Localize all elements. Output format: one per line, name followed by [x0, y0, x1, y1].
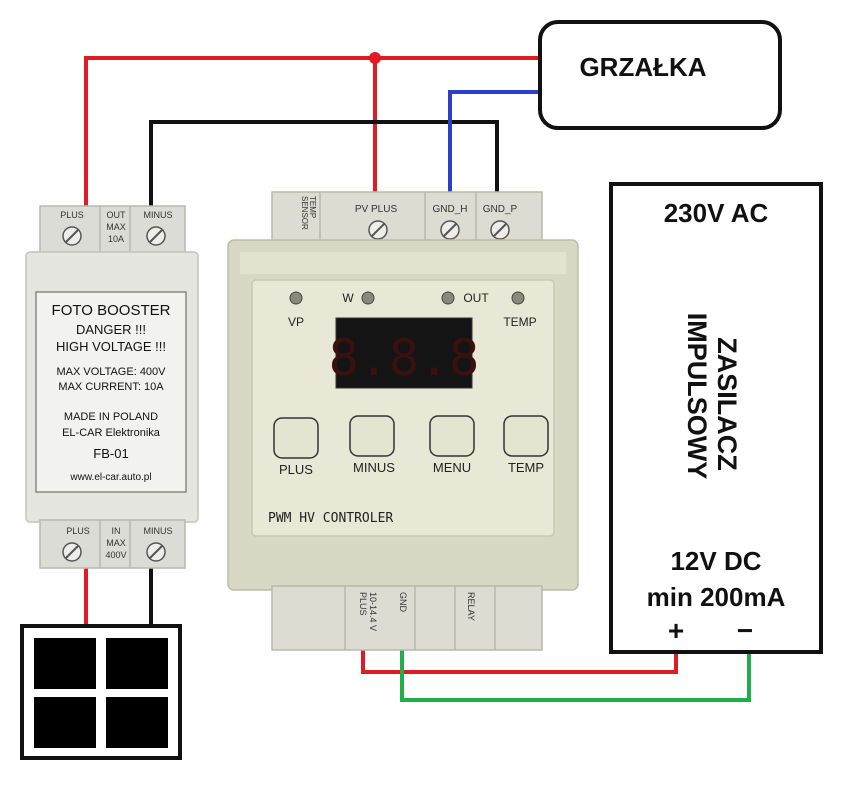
power-supply-box: 230V AC ZASILACZ IMPULSOWY 12V DC min 20… [609, 182, 823, 654]
supply-name-line1: ZASILACZ [712, 337, 742, 470]
booster-max-voltage: MAX VOLTAGE: 400V [56, 366, 166, 378]
supply-input-label: 230V AC [664, 198, 769, 228]
relay-terminal-label: RELAY [466, 592, 476, 621]
seven-segment-display [335, 317, 473, 389]
supply-output-line2: min 200mA [647, 582, 786, 612]
solar-panel [20, 624, 182, 760]
red-wire-booster-to-heater [84, 56, 542, 212]
supply-name-line2: IMPULSOWY [682, 313, 712, 480]
supply-output-line1: 12V DC [670, 546, 761, 576]
led-vp-label: VP [288, 315, 304, 329]
panel-cell [34, 697, 96, 748]
gnd-terminal-label: GND [398, 592, 408, 613]
controller-gnd-h-label: GND_H [432, 204, 467, 215]
black-wire-booster-to-gnd-p [149, 120, 499, 212]
green-wire-supply-minus [400, 640, 751, 702]
pwm-controller-module: TEMP SENSOR PV PLUS GND_H GND_P VP W OUT… [227, 191, 579, 651]
panel-cell [106, 697, 168, 748]
booster-title: FOTO BOOSTER [52, 302, 171, 319]
controller-gnd-p-label: GND_P [483, 204, 518, 215]
junction-dot [369, 52, 381, 64]
wires [84, 52, 751, 702]
screw-terminal-icon [146, 226, 166, 246]
booster-made-in: MADE IN POLAND [64, 411, 158, 423]
menu-button-label: MENU [433, 460, 471, 475]
panel-cell [106, 638, 168, 689]
screw-terminal-icon [146, 542, 166, 562]
booster-bottom-plus-label: PLUS [66, 526, 90, 536]
booster-top-10a-label: 10A [108, 234, 124, 244]
booster-maker: EL-CAR Elektronika [62, 427, 161, 439]
led-temp-label: TEMP [503, 315, 536, 329]
plus-button-label: PLUS [279, 462, 313, 477]
controller-pv-plus-label: PV PLUS [355, 204, 398, 215]
foto-booster-module: PLUS OUT MAX 10A MINUS FOTO BOOSTER DANG… [25, 205, 199, 569]
supply-terminal-label2: PLUS [358, 592, 368, 616]
screw-terminal-icon [368, 220, 388, 240]
booster-warning2: HIGH VOLTAGE !!! [56, 339, 166, 354]
temp-button-label: TEMP [508, 460, 544, 475]
heater-box: GRZAŁKA [538, 20, 782, 130]
led-out-label: OUT [463, 291, 489, 305]
controller-name: PWM HV CONTROLER [268, 511, 393, 526]
supply-plus-sign: + [668, 615, 684, 646]
booster-max-current: MAX CURRENT: 10A [58, 381, 164, 393]
led-out-icon [441, 291, 455, 305]
booster-bottom-max-label: MAX [106, 538, 126, 548]
led-temp-icon [511, 291, 525, 305]
booster-bottom-in-label: IN [112, 526, 121, 536]
screw-terminal-icon [490, 220, 510, 240]
plus-button[interactable] [273, 417, 319, 459]
booster-top-minus-label: MINUS [144, 210, 173, 220]
display-digits: 8.8.8 [329, 329, 480, 387]
led-vp-icon [289, 291, 303, 305]
controller-temp-sensor-label1: TEMP [308, 196, 317, 218]
controller-temp-sensor-label2: SENSOR [300, 196, 309, 230]
led-w-label: W [342, 291, 354, 305]
minus-button[interactable] [349, 415, 395, 457]
booster-bottom-400v-label: 400V [105, 550, 126, 560]
menu-button[interactable] [429, 415, 475, 457]
screw-terminal-icon [62, 226, 82, 246]
blue-wire-heater-to-gnd-h [448, 90, 542, 200]
booster-top-plus-label: PLUS [60, 210, 84, 220]
screw-terminal-icon [440, 220, 460, 240]
minus-button-label: MINUS [353, 460, 395, 475]
booster-website: www.el-car.auto.pl [69, 472, 151, 483]
screw-terminal-icon [62, 542, 82, 562]
supply-minus-sign: − [737, 615, 753, 646]
booster-top-max-label: MAX [106, 222, 126, 232]
temp-button[interactable] [503, 415, 549, 457]
booster-bottom-minus-label: MINUS [144, 526, 173, 536]
red-wire-supply-plus [361, 640, 678, 674]
supply-terminal-label1: 10-14.4 V [368, 592, 378, 631]
booster-model: FB-01 [93, 446, 128, 461]
heater-label: GRZAŁKA [579, 52, 706, 82]
booster-warning1: DANGER !!! [76, 322, 146, 337]
panel-cell [34, 638, 96, 689]
led-w-icon [361, 291, 375, 305]
booster-top-out-label: OUT [107, 210, 127, 220]
